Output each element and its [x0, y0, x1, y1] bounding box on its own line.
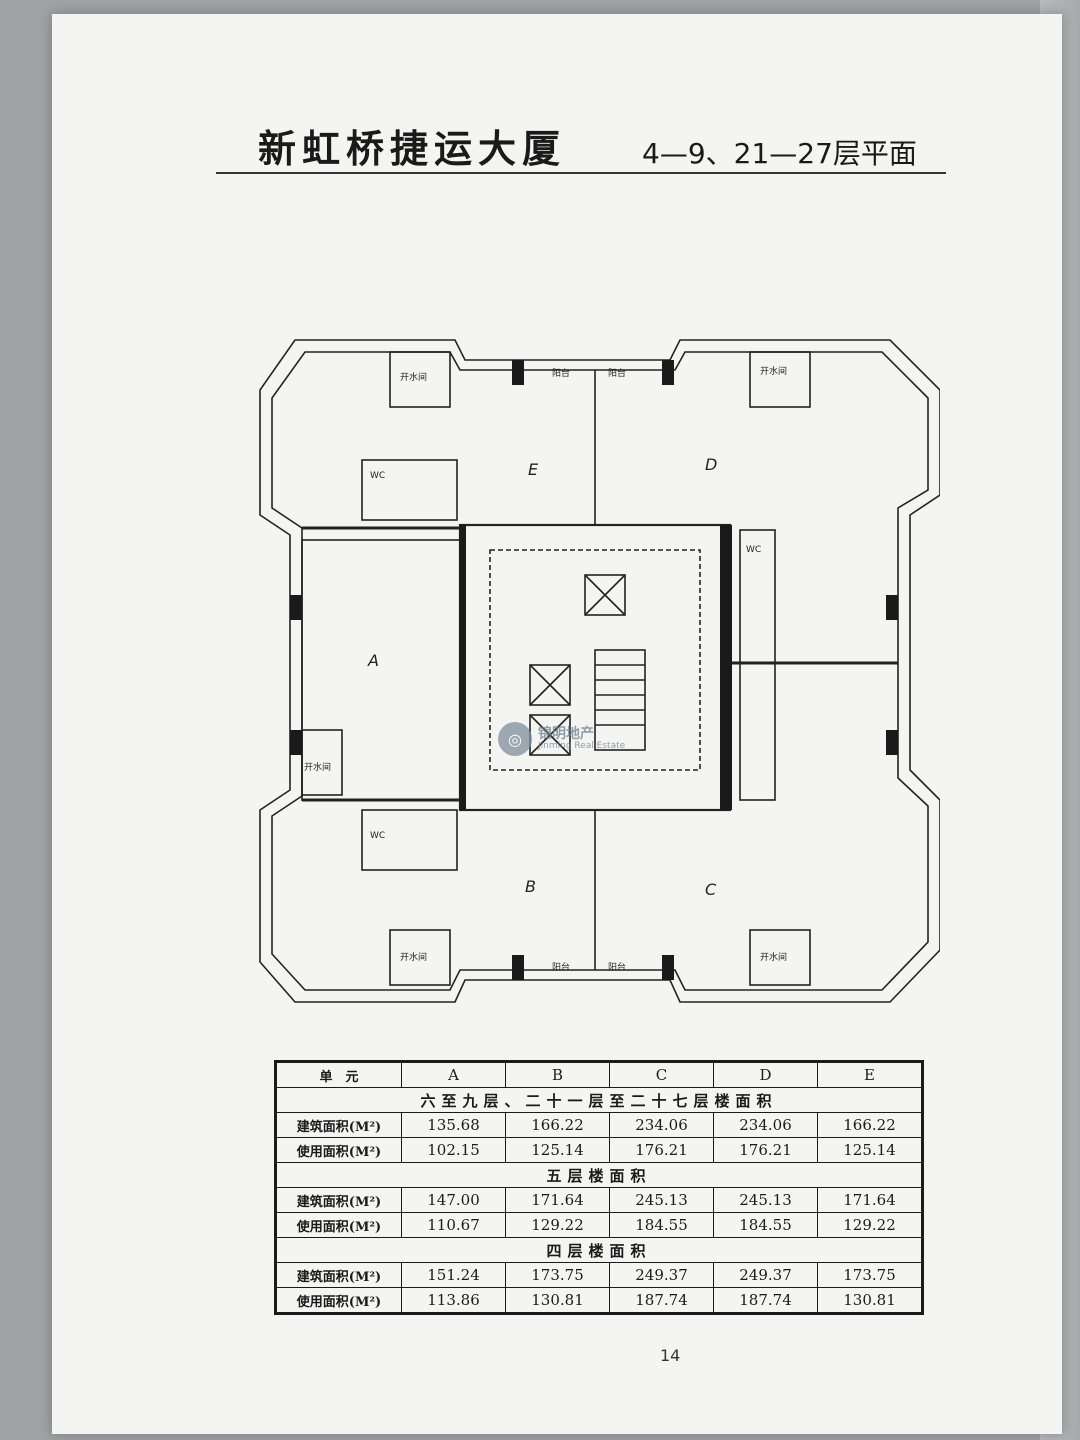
column-header: C	[609, 1062, 714, 1088]
water-room-label: 开水间	[760, 951, 787, 963]
column-header: B	[505, 1062, 610, 1088]
row-label: 建筑面积(M²)	[276, 1112, 402, 1138]
section-title: 四层楼面积	[276, 1237, 922, 1263]
wc-label: WC	[746, 545, 761, 555]
unit-label-b: B	[525, 877, 536, 896]
table-cell: 187.74	[713, 1287, 818, 1313]
table-row: 使用面积(M²) 110.67 129.22 184.55 184.55 129…	[276, 1212, 922, 1238]
table-cell: 187.74	[609, 1287, 714, 1313]
water-room-label: 开水间	[304, 761, 331, 773]
table-row: 使用面积(M²) 102.15 125.14 176.21 176.21 125…	[276, 1137, 922, 1163]
table-section-row: 四层楼面积	[276, 1237, 922, 1263]
table-cell: 129.22	[817, 1212, 922, 1238]
column-header: A	[401, 1062, 506, 1088]
watermark-en: Jinming Real Estate	[538, 740, 626, 751]
table-cell: 129.22	[505, 1212, 610, 1238]
table-cell: 184.55	[713, 1212, 818, 1238]
table-cell: 125.14	[505, 1137, 610, 1163]
balcony-label: 阳台	[608, 367, 626, 379]
watermark: ◎ 锦明地产 Jinming Real Estate	[498, 722, 625, 756]
column-header: E	[817, 1062, 922, 1088]
document-subtitle: 4—9、21—27层平面	[642, 137, 917, 170]
table-cell: 113.86	[401, 1287, 506, 1313]
balcony-label: 阳台	[608, 961, 626, 973]
table-header-row: 单 元 A B C D E	[276, 1062, 922, 1088]
table-cell: 130.81	[505, 1287, 610, 1313]
table-section-row: 六至九层、二十一层至二十七层楼面积	[276, 1087, 922, 1113]
title-rule	[216, 172, 946, 174]
unit-label-a: A	[367, 651, 379, 670]
water-room-label: 开水间	[400, 371, 427, 383]
table-cell: 173.75	[817, 1262, 922, 1288]
balcony-label: 阳台	[552, 961, 570, 973]
table-header-label: 单 元	[276, 1062, 402, 1088]
unit-label-d: D	[705, 455, 717, 474]
row-label: 使用面积(M²)	[276, 1287, 402, 1313]
floor-plan: A B C D E 阳台 阳台 阳台 阳台 开水间 开水间 开水间 开水间 开水…	[250, 330, 941, 1014]
wc-label: WC	[370, 831, 385, 841]
table-cell: 110.67	[401, 1212, 506, 1238]
table-cell: 171.64	[817, 1187, 922, 1213]
section-title: 六至九层、二十一层至二十七层楼面积	[276, 1087, 922, 1113]
row-label: 使用面积(M²)	[276, 1212, 402, 1238]
table-cell: 102.15	[401, 1137, 506, 1163]
page-mark: 14	[660, 1346, 681, 1365]
water-room-label: 开水间	[760, 365, 787, 377]
water-room-label: 开水间	[400, 951, 427, 963]
table-cell: 171.64	[505, 1187, 610, 1213]
table-cell: 234.06	[609, 1112, 714, 1138]
table-cell: 151.24	[401, 1262, 506, 1288]
table-cell: 234.06	[713, 1112, 818, 1138]
table-cell: 166.22	[505, 1112, 610, 1138]
table-cell: 176.21	[713, 1137, 818, 1163]
table-cell: 130.81	[817, 1287, 922, 1313]
row-label: 建筑面积(M²)	[276, 1262, 402, 1288]
unit-label-c: C	[705, 880, 717, 899]
table-cell: 249.37	[713, 1262, 818, 1288]
wc-label: WC	[370, 471, 385, 481]
row-label: 建筑面积(M²)	[276, 1187, 402, 1213]
table-row: 使用面积(M²) 113.86 130.81 187.74 187.74 130…	[276, 1287, 922, 1313]
table-cell: 176.21	[609, 1137, 714, 1163]
table-row: 建筑面积(M²) 135.68 166.22 234.06 234.06 166…	[276, 1112, 922, 1138]
table-cell: 166.22	[817, 1112, 922, 1138]
table-cell: 135.68	[401, 1112, 506, 1138]
table-cell: 245.13	[713, 1187, 818, 1213]
watermark-cn: 锦明地产	[538, 725, 594, 742]
table-cell: 173.75	[505, 1262, 610, 1288]
table-cell: 147.00	[401, 1187, 506, 1213]
table-row: 建筑面积(M²) 147.00 171.64 245.13 245.13 171…	[276, 1187, 922, 1213]
section-title: 五层楼面积	[276, 1162, 922, 1188]
column-header: D	[713, 1062, 818, 1088]
table-cell: 184.55	[609, 1212, 714, 1238]
document-title: 新虹桥捷运大厦	[258, 126, 567, 171]
table-row: 建筑面积(M²) 151.24 173.75 249.37 249.37 173…	[276, 1262, 922, 1288]
unit-label-e: E	[528, 460, 539, 479]
table-cell: 245.13	[609, 1187, 714, 1213]
floor-plan-drawing: A B C D E 阳台 阳台 阳台 阳台 开水间 开水间 开水间 开水间 开水…	[259, 339, 941, 1003]
row-label: 使用面积(M²)	[276, 1137, 402, 1163]
area-table: 单 元 A B C D E 六至九层、二十一层至二十七层楼面积 建筑面积(M²)…	[274, 1060, 924, 1315]
watermark-logo-icon: ◎	[498, 722, 532, 756]
table-section-row: 五层楼面积	[276, 1162, 922, 1188]
table-cell: 249.37	[609, 1262, 714, 1288]
table-cell: 125.14	[817, 1137, 922, 1163]
balcony-label: 阳台	[552, 367, 570, 379]
